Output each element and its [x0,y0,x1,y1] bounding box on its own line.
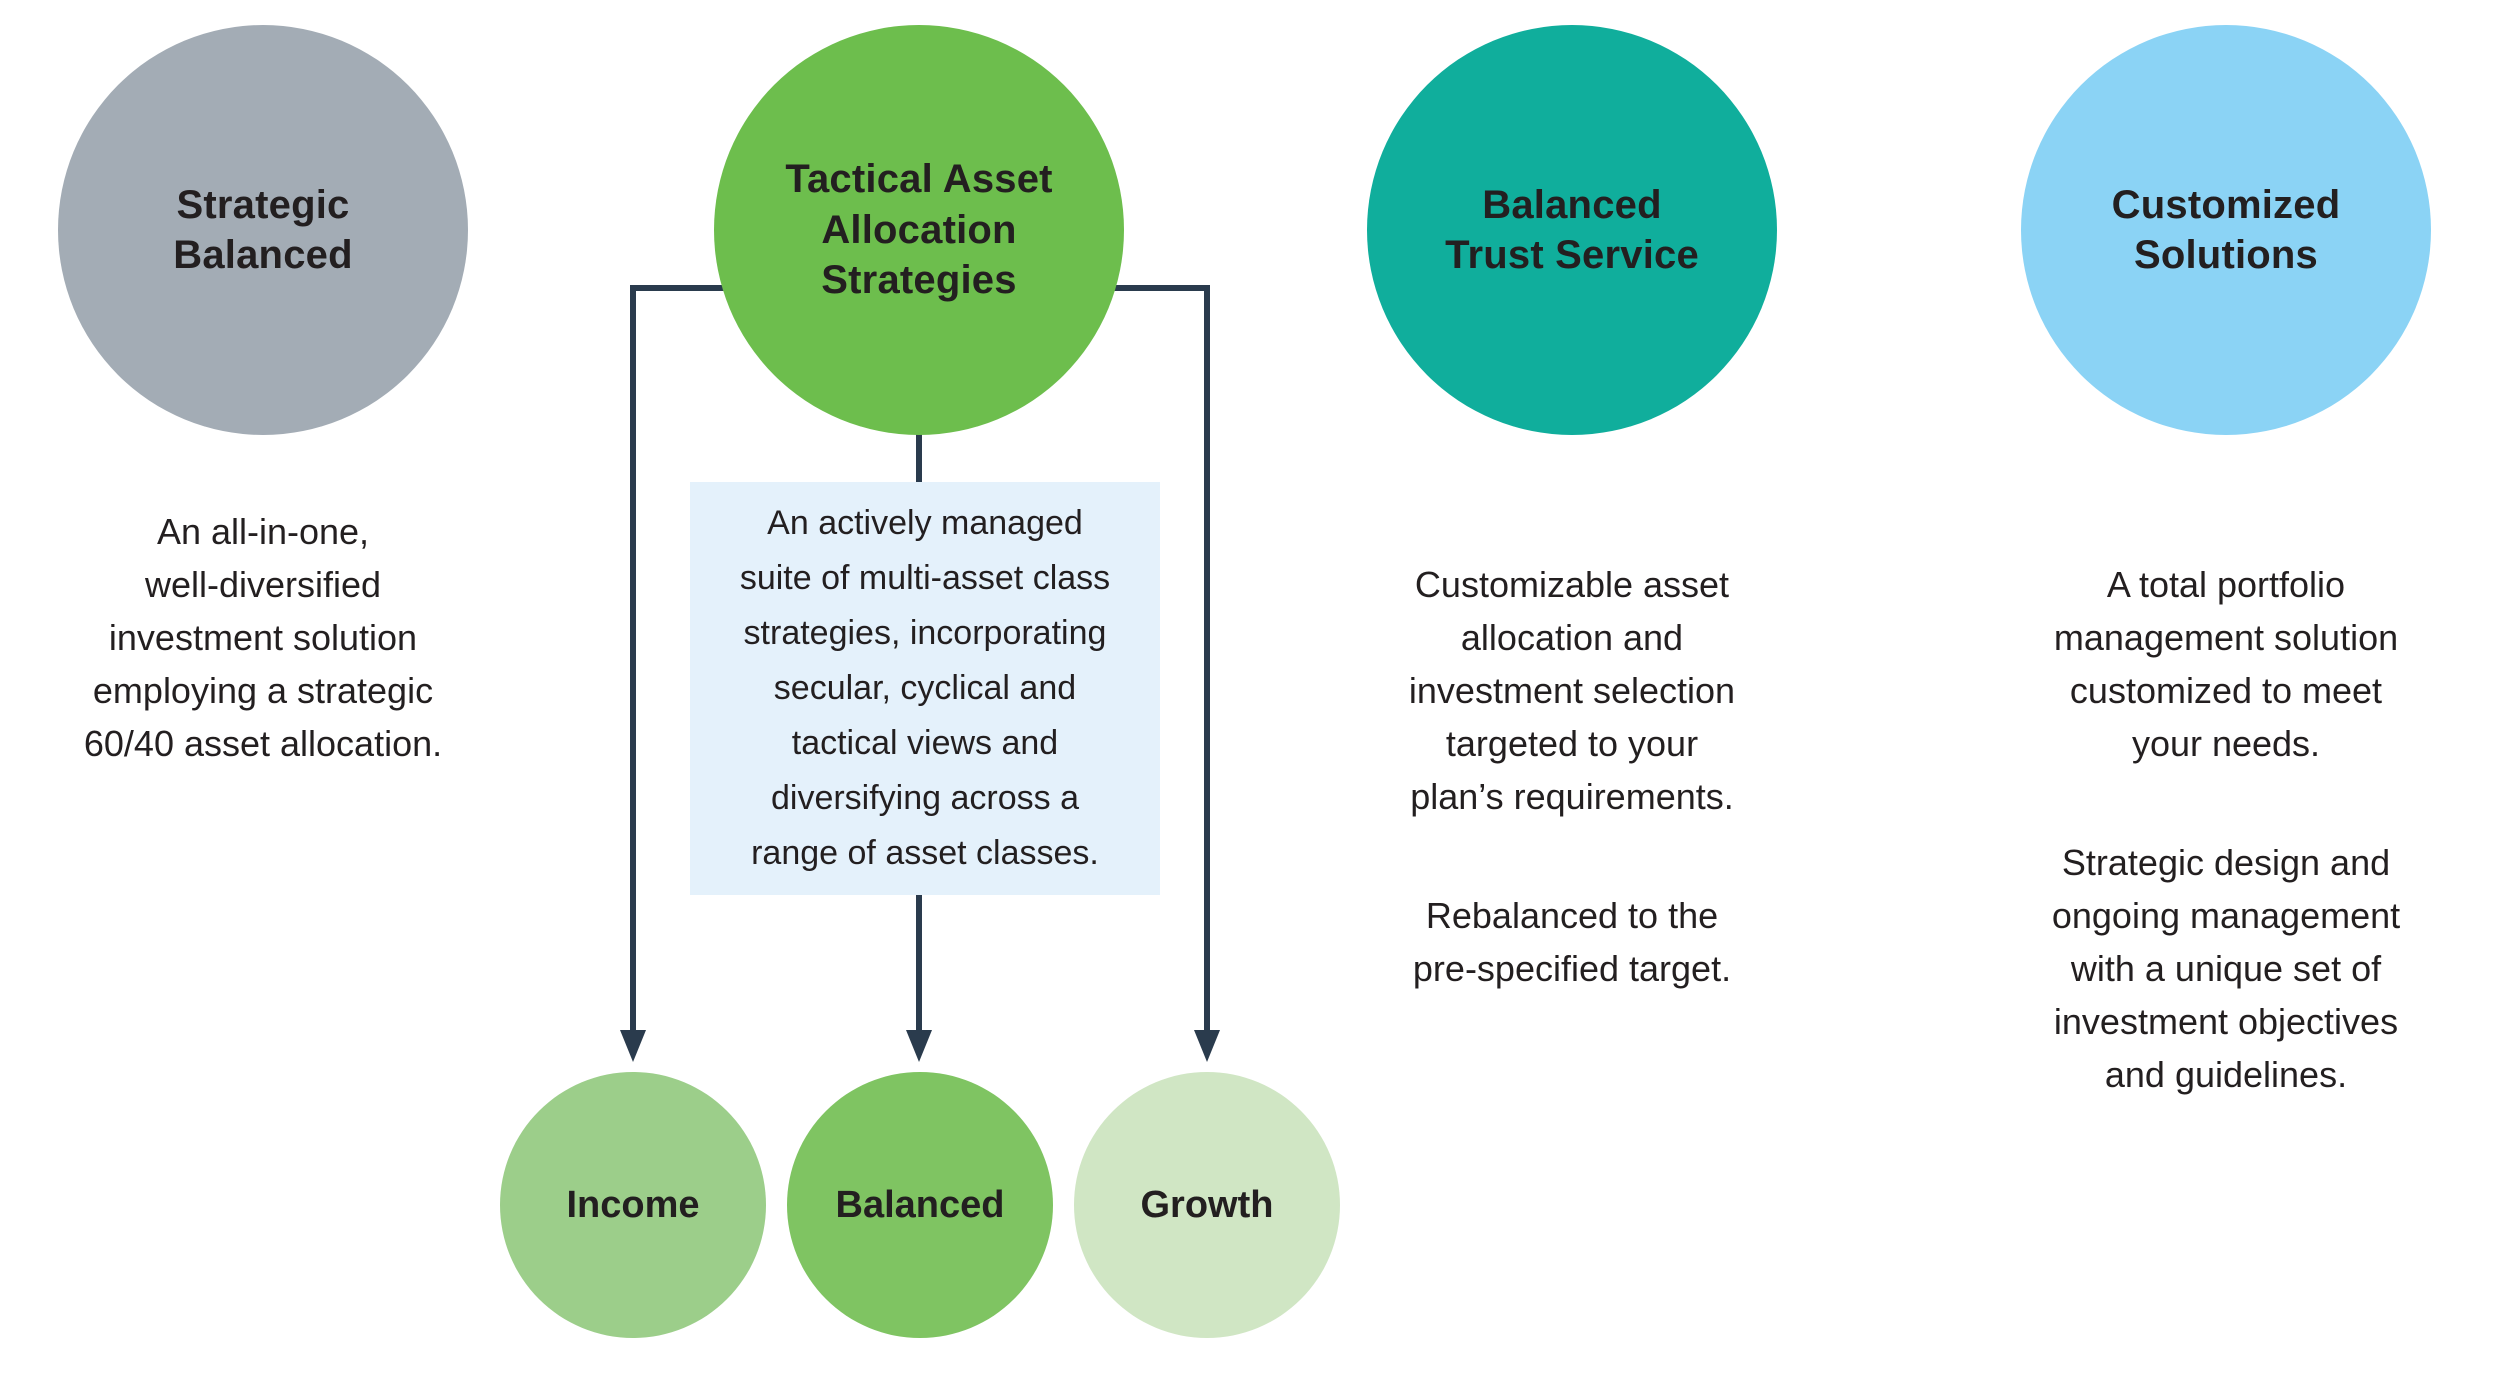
tactical-description: An actively managed suite of multi-asset… [739,504,1111,872]
income-label: Income [566,1183,700,1226]
customized-description: A total portfolio management solution cu… [1966,505,2486,1154]
circle-balanced-trust-service: Balanced Trust Service [1367,25,1777,435]
circle-income: Income [500,1072,766,1338]
arrow-down-icon [620,1030,646,1062]
customized-description-p1: A total portfolio management solution cu… [2053,564,2399,764]
growth-label: Growth [1140,1183,1274,1226]
balanced-label: Balanced [835,1183,1005,1226]
circle-balanced: Balanced [787,1072,1053,1338]
tactical-asset-allocation-title: Tactical Asset Allocation Strategies [785,157,1053,303]
arrow-down-icon [1194,1030,1220,1062]
circle-tactical-asset-allocation: Tactical Asset Allocation Strategies [714,25,1124,435]
circle-growth: Growth [1074,1072,1340,1338]
arrow-down-icon [906,1030,932,1062]
balanced-trust-description-p1: Customizable asset allocation and invest… [1408,564,1736,817]
circle-strategic-balanced: Strategic Balanced [58,25,468,435]
tactical-description-box: An actively managed suite of multi-asset… [690,482,1160,895]
balanced-trust-service-title: Balanced Trust Service [1445,182,1699,277]
strategic-balanced-description: An all-in-one, well-diversified investme… [83,511,443,764]
strategic-balanced-title: Strategic Balanced [173,182,353,277]
balanced-trust-description: Customizable asset allocation and invest… [1312,505,1832,1048]
balanced-trust-description-p2: Rebalanced to the pre-specified target. [1412,895,1732,989]
customized-solutions-title: Customized Solutions [2111,182,2341,277]
customized-description-p2: Strategic design and ongoing management … [2051,842,2401,1095]
circle-customized-solutions: Customized Solutions [2021,25,2431,435]
